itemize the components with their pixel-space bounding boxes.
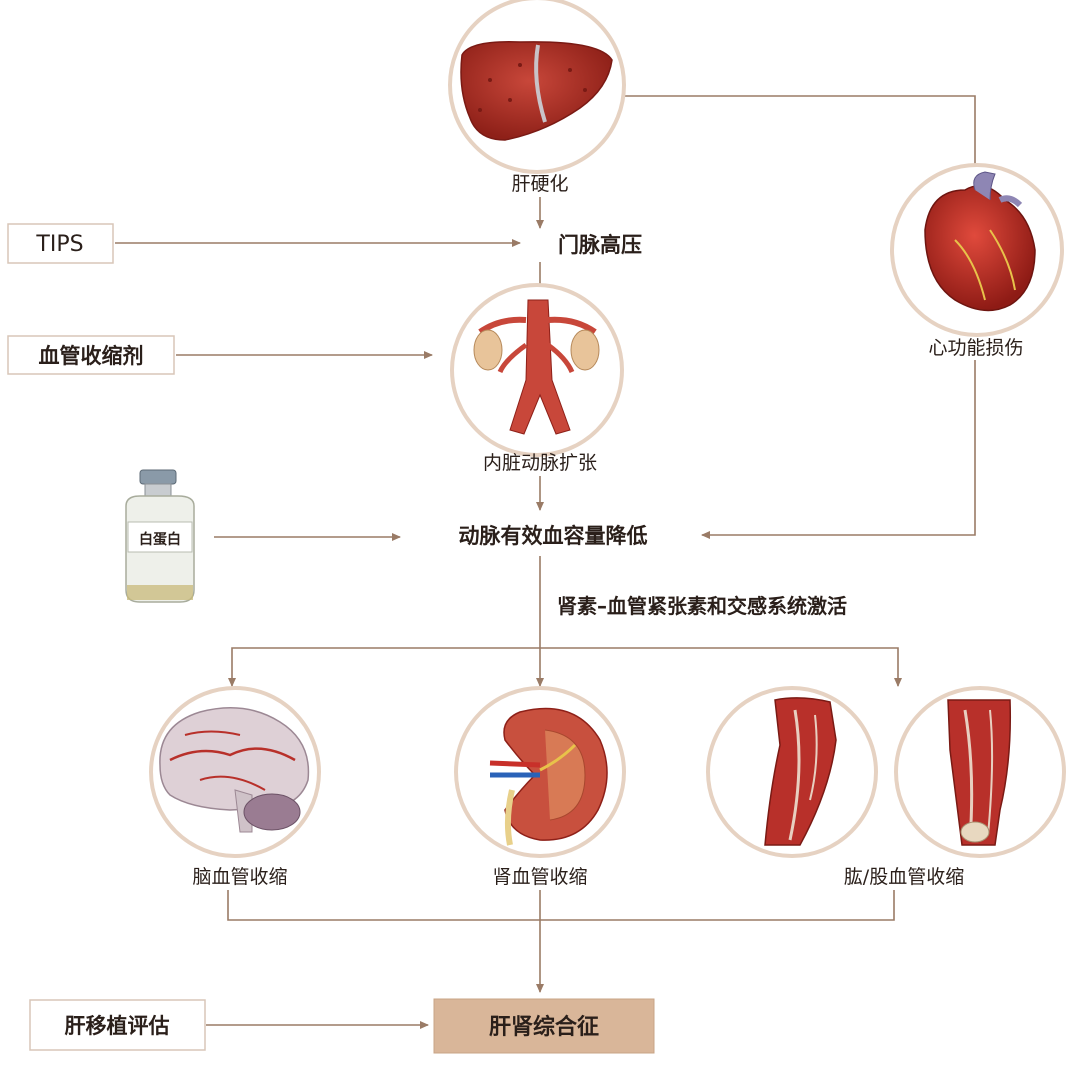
- arm-node: [706, 686, 878, 858]
- leg-icon: [947, 699, 1012, 846]
- arm-icon: [764, 697, 837, 846]
- tips-label: TIPS: [35, 232, 83, 257]
- connectors: [115, 95, 976, 1029]
- brain-node: [149, 686, 321, 858]
- arrow-to-brain: [228, 647, 540, 687]
- kidney-icon: [489, 707, 608, 846]
- tips-box: [7, 223, 114, 264]
- brain-vasoconstriction-label: 脑血管收缩: [192, 866, 287, 888]
- heart-node: [890, 163, 1064, 337]
- cardiac-damage-label: 心功能损伤: [928, 337, 1023, 359]
- transplant-eval-label: 肝移植评估: [65, 1014, 170, 1038]
- transplant-eval-box: [29, 999, 206, 1051]
- bottle-icon: [125, 469, 195, 603]
- limb-vasoconstriction-label: 肱/股血管收缩: [844, 866, 964, 888]
- albumin-bottle-node: 白蛋白: [125, 469, 195, 603]
- vasoconstrictor-label: 血管收缩剂: [39, 344, 144, 368]
- vasoconstrictor-box: [7, 335, 175, 375]
- line-brain-merge: [227, 890, 895, 921]
- splanchnic-dilation-label: 内脏动脉扩张: [483, 452, 597, 474]
- arrow-to-limbs: [540, 647, 902, 687]
- hrs-label: 肝肾综合征: [489, 1014, 599, 1040]
- liver-icon: [460, 41, 613, 141]
- line-liver-heart: [625, 95, 976, 170]
- raas-activation-label: 肾素–血管紧张素和交感系统激活: [557, 594, 847, 618]
- albumin-label: 白蛋白: [139, 531, 181, 548]
- liver-node: [448, 0, 626, 174]
- kidney-node: [454, 686, 626, 858]
- cirrhosis-label: 肝硬化: [511, 173, 568, 195]
- renal-vasoconstriction-label: 肾血管收缩: [492, 866, 587, 888]
- arrow-heart-volume: [701, 360, 976, 539]
- aorta-icon: [473, 299, 600, 435]
- heart-icon: [924, 171, 1036, 312]
- hrs-box: [433, 998, 655, 1054]
- portal-hypertension-label: 门脉高压: [558, 233, 642, 257]
- effective-volume-label: 动脉有效血容量降低: [459, 524, 648, 548]
- brain-icon: [159, 707, 310, 833]
- aorta-node: [450, 283, 624, 457]
- leg-node: [894, 686, 1066, 858]
